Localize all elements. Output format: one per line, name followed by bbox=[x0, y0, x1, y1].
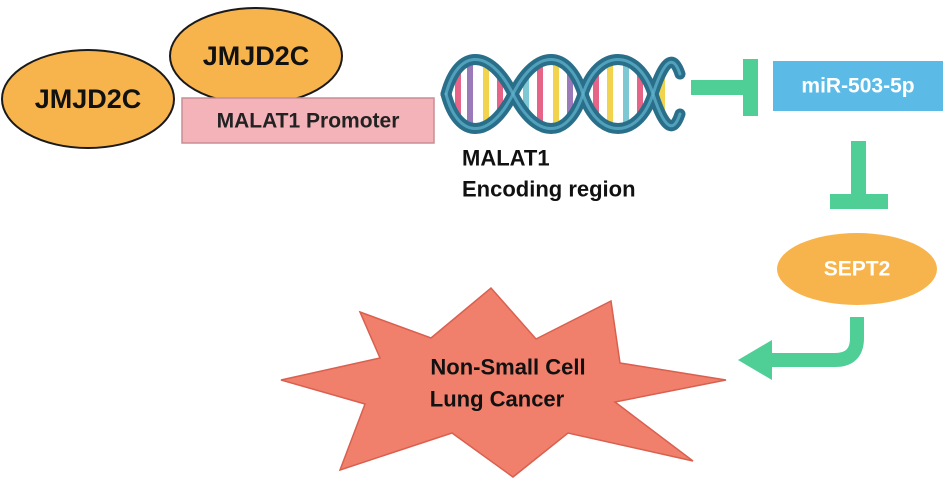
inhibition-t-bar-icon bbox=[830, 141, 888, 209]
sept2-node: SEPT2 bbox=[777, 233, 937, 305]
gene-label-line1: MALAT1 bbox=[462, 146, 550, 171]
jmjd2c-left-ellipse bbox=[1, 49, 175, 149]
sept2-label: SEPT2 bbox=[824, 258, 891, 281]
curved-arrow-icon bbox=[738, 317, 864, 380]
jmjd2c-top-label: JMJD2C bbox=[203, 41, 310, 71]
gene-label-line2: Encoding region bbox=[462, 177, 636, 202]
inhibit-shaft-vertical bbox=[851, 141, 866, 194]
mirna-label: miR-503-5p bbox=[801, 75, 914, 98]
dna-double-helix-icon bbox=[440, 54, 686, 134]
inhibit-shaft-horizontal bbox=[691, 80, 743, 95]
disease-label-line1: Non-Small Cell bbox=[430, 355, 585, 380]
inhibit-bar-vertical bbox=[830, 194, 888, 209]
arrow-shaft bbox=[768, 317, 864, 367]
arrow-head bbox=[738, 340, 772, 380]
nsclc-burst: Non-Small Cell Lung Cancer bbox=[280, 286, 727, 478]
burst-shape bbox=[280, 286, 727, 478]
mirna-node: miR-503-5p bbox=[773, 61, 943, 111]
promoter-label: MALAT1 Promoter bbox=[217, 110, 400, 133]
inhibition-t-bar-icon bbox=[691, 59, 758, 116]
disease-label-line2: Lung Cancer bbox=[430, 387, 565, 412]
jmjd2c-protein-top: JMJD2C bbox=[169, 7, 343, 105]
dna-strand-a-highlight bbox=[444, 58, 682, 130]
promoter-box bbox=[181, 97, 435, 144]
jmjd2c-left-label: JMJD2C bbox=[35, 84, 142, 114]
malat1-promoter: MALAT1 Promoter bbox=[181, 97, 435, 144]
inhibit-bar-horizontal bbox=[743, 59, 758, 116]
mirna-box bbox=[773, 61, 943, 111]
dna-strand-b-highlight bbox=[444, 58, 682, 130]
sept2-ellipse bbox=[777, 233, 937, 305]
jmjd2c-protein-left: JMJD2C bbox=[1, 49, 175, 149]
